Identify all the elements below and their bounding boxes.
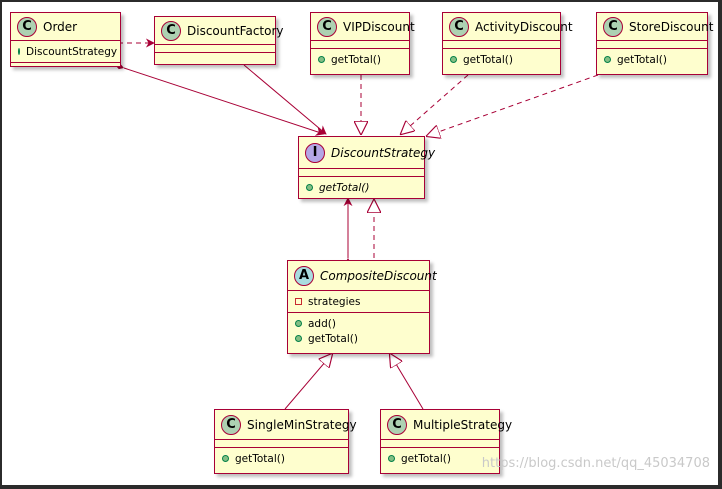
class-order[interactable]: C Order DiscountStrategy — [10, 12, 121, 67]
class-vipdiscount-header: C VIPDiscount — [311, 13, 415, 41]
class-discountfactory-header: C DiscountFactory — [155, 17, 284, 45]
public-visibility-icon — [604, 56, 611, 63]
attribute-row: strategies — [294, 294, 423, 309]
class-singleminstrategy-header: C SingleMinStrategy — [215, 410, 357, 440]
private-visibility-icon — [295, 298, 302, 305]
class-singleminstrategy[interactable]: C SingleMinStrategy getTotal() — [214, 409, 357, 474]
class-attributes — [155, 45, 275, 53]
public-visibility-icon — [388, 455, 395, 462]
method-row: getTotal() — [317, 52, 403, 67]
class-methods: getTotal() — [381, 448, 499, 469]
edge-discountfactory-to-discountstrategy — [243, 64, 327, 135]
class-methods: getTotal() — [443, 49, 560, 70]
method-label: getTotal() — [308, 332, 358, 345]
class-name: Order — [43, 19, 78, 34]
abstract-name: CompositeDiscount — [320, 268, 437, 283]
class-methods — [11, 63, 120, 71]
interface-methods: getTotal() — [299, 177, 424, 198]
method-label: add() — [308, 317, 336, 330]
watermark-url: https://blog.csdn.net/qq_45034708 — [481, 456, 710, 471]
edge-singlemin-to-composite — [284, 354, 332, 410]
class-attributes — [215, 440, 348, 448]
interface-discountstrategy[interactable]: I DiscountStrategy getTotal() — [298, 136, 435, 199]
public-visibility-icon — [295, 335, 302, 342]
class-attributes — [381, 440, 499, 448]
method-row: getTotal() — [221, 451, 342, 466]
class-methods: getTotal() — [215, 448, 348, 469]
attribute-label: DiscountStrategy — [26, 45, 118, 58]
interface-discountstrategy-header: I DiscountStrategy — [299, 137, 435, 169]
class-name: MultipleStrategy — [413, 417, 513, 432]
method-row: add() — [294, 316, 423, 331]
class-storediscount-header: C StoreDiscount — [597, 13, 713, 41]
relationship-edges — [115, 38, 599, 410]
method-label: getTotal() — [401, 452, 451, 465]
interface-attributes — [299, 169, 424, 177]
public-visibility-icon — [18, 48, 20, 55]
class-stereotype-icon: C — [603, 16, 623, 37]
class-order-header: C Order — [11, 13, 120, 41]
edge-multiple-to-composite — [390, 354, 424, 410]
abstract-compositediscount[interactable]: A CompositeDiscount strategies add() get… — [287, 260, 437, 354]
class-vipdiscount[interactable]: C VIPDiscount getTotal() — [310, 12, 415, 75]
public-visibility-icon — [450, 56, 457, 63]
class-activitydiscount[interactable]: C ActivityDiscount getTotal() — [442, 12, 573, 75]
method-row: getTotal() — [305, 180, 418, 195]
abstract-attributes: strategies — [288, 291, 429, 313]
interface-name: DiscountStrategy — [331, 145, 436, 160]
class-multiplestrategy[interactable]: C MultipleStrategy getTotal() — [380, 409, 512, 474]
class-stereotype-icon: C — [17, 16, 37, 37]
method-label: getTotal() — [235, 452, 285, 465]
class-name: DiscountFactory — [187, 23, 284, 38]
method-row: getTotal() — [449, 52, 554, 67]
class-activitydiscount-header: C ActivityDiscount — [443, 13, 573, 41]
method-row: getTotal() — [603, 52, 701, 67]
class-stereotype-icon: C — [221, 414, 241, 435]
class-stereotype-icon: C — [449, 16, 469, 37]
class-name: ActivityDiscount — [475, 19, 573, 34]
class-methods — [155, 53, 275, 61]
abstract-compositediscount-header: A CompositeDiscount — [288, 261, 437, 291]
method-label: getTotal() — [319, 181, 370, 194]
class-attributes — [443, 41, 560, 49]
class-storediscount[interactable]: C StoreDiscount getTotal() — [596, 12, 713, 75]
class-name: StoreDiscount — [629, 19, 714, 34]
class-name: SingleMinStrategy — [247, 417, 357, 432]
class-attributes — [597, 41, 707, 49]
class-stereotype-icon: C — [317, 16, 337, 37]
class-attributes — [311, 41, 409, 49]
public-visibility-icon — [222, 455, 229, 462]
class-attributes: DiscountStrategy — [11, 41, 120, 63]
method-label: getTotal() — [331, 53, 381, 66]
public-visibility-icon — [295, 320, 302, 327]
class-methods: getTotal() — [597, 49, 707, 70]
class-stereotype-icon: C — [161, 20, 181, 41]
edge-order-to-discountstrategy — [115, 63, 325, 136]
class-stereotype-icon: C — [387, 414, 407, 435]
class-multiplestrategy-header: C MultipleStrategy — [381, 410, 512, 440]
method-label: getTotal() — [617, 53, 667, 66]
diagram-canvas: C Order DiscountStrategy C DiscountFacto… — [2, 2, 718, 485]
abstract-stereotype-icon: A — [294, 265, 314, 286]
class-discountfactory[interactable]: C DiscountFactory — [154, 16, 284, 65]
abstract-methods: add() getTotal() — [288, 313, 429, 349]
edge-storediscount-to-discountstrategy — [427, 74, 599, 136]
edge-activitydiscount-to-discountstrategy — [401, 74, 469, 134]
class-name: VIPDiscount — [343, 19, 415, 34]
attribute-label: strategies — [308, 295, 361, 308]
method-row: getTotal() — [387, 451, 493, 466]
method-label: getTotal() — [463, 53, 513, 66]
attribute-row: DiscountStrategy — [17, 44, 118, 59]
public-visibility-icon — [318, 56, 325, 63]
class-methods: getTotal() — [311, 49, 409, 70]
method-row: getTotal() — [294, 331, 423, 346]
interface-stereotype-icon: I — [305, 142, 325, 163]
public-visibility-icon — [306, 184, 313, 191]
